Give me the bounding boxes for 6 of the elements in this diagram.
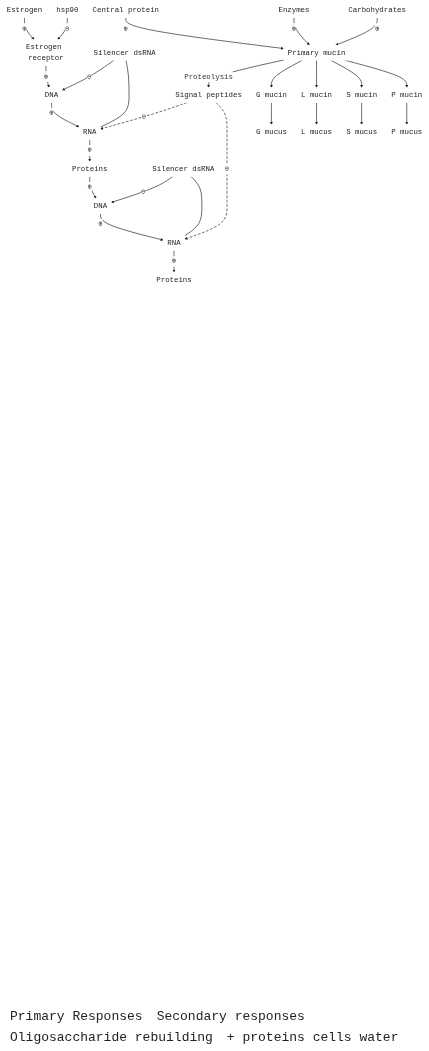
connector <box>184 176 203 237</box>
note-text: Oligosaccharide rebuilding <box>10 1030 213 1045</box>
note-text: Secondary responses <box>156 1009 305 1024</box>
connector <box>100 59 130 128</box>
note-text: + proteins cells water <box>226 1030 399 1045</box>
note-text: Primary Responses <box>10 1009 143 1024</box>
